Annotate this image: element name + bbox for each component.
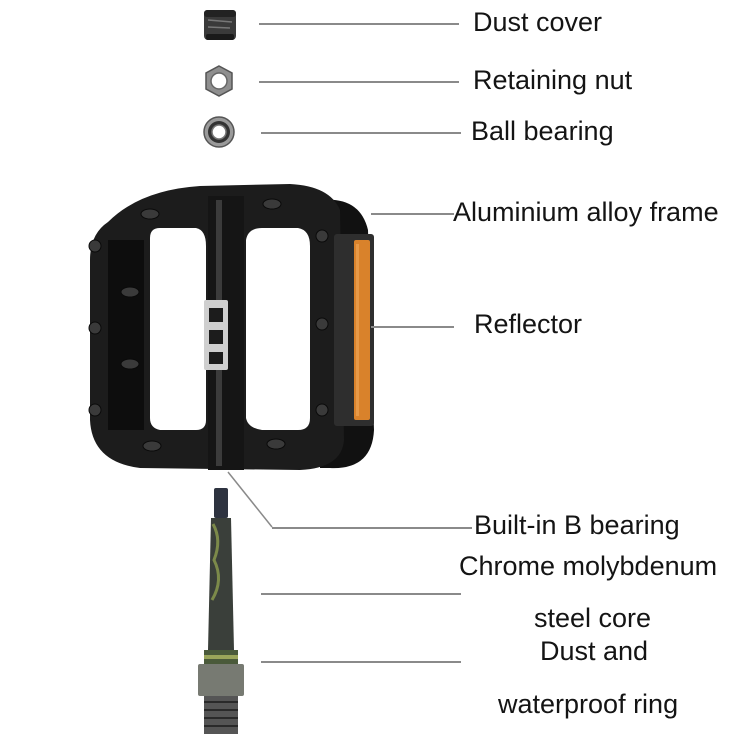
label-ring-line1: Dust and [540,636,649,666]
reflector-leader [371,326,454,328]
label-ball-bearing: Ball bearing [471,116,614,146]
dust-cover-leader [259,23,459,25]
frame-leader [371,213,454,215]
label-frame: Aluminium alloy frame [453,197,719,227]
b-bearing-leader [272,527,472,529]
ring-leader [261,661,461,663]
label-retaining-nut: Retaining nut [473,65,633,95]
label-ring-line2: waterproof ring [498,689,679,719]
label-core-line1: Chrome molybdenum [459,551,718,581]
retaining-nut-icon [205,65,233,97]
dust-cover-icon [204,10,236,40]
ball-bearing-icon [203,116,235,148]
ball-bearing-leader [261,132,461,134]
label-b-bearing: Built-in B bearing [474,510,680,540]
label-core-line2: steel core [534,603,652,633]
label-reflector: Reflector [474,309,583,339]
label-dust-cover: Dust cover [473,7,603,37]
b-bearing-leader-diagonal [227,471,273,528]
spindle-icon [198,488,244,734]
retaining-nut-leader [259,81,459,83]
core-leader [261,593,461,595]
pedal-frame-icon [88,184,374,470]
